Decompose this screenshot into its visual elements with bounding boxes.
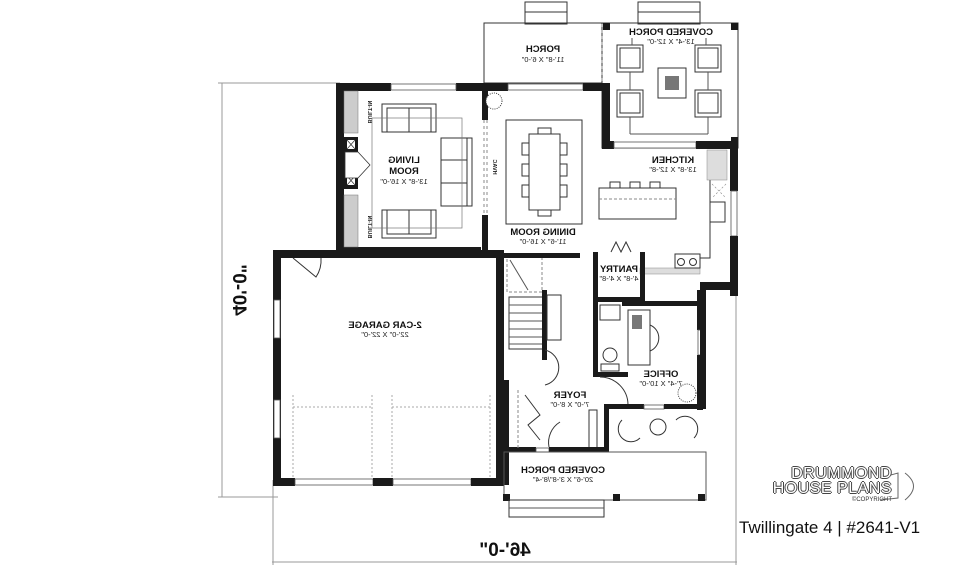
porch-label: PORCH bbox=[526, 44, 560, 55]
dining-room-label: DINING ROOM bbox=[510, 227, 576, 238]
office-label: OFFICE bbox=[644, 369, 679, 380]
garage-walls bbox=[273, 250, 504, 486]
dining-room-dims: 11'-6" X 16'-0" bbox=[519, 237, 566, 246]
covered-porch-rear-dims: 13'-4" X 12'-0" bbox=[647, 37, 695, 46]
front-porch bbox=[503, 415, 707, 518]
plant-icon bbox=[485, 92, 503, 110]
kitchen-dims: 13'-8" X 12'-8" bbox=[649, 165, 697, 174]
foyer-walls bbox=[504, 290, 706, 485]
depth-dimension: 40'-0" bbox=[228, 264, 249, 316]
garage-label: 2-CAR GARAGE bbox=[348, 320, 421, 331]
brand-line1: DRUMMOND bbox=[791, 465, 892, 482]
plan-title: Twillingate 4 | #2641-V1 bbox=[739, 518, 921, 537]
porch-dims: 11'-8" X 6'-0" bbox=[521, 55, 564, 64]
kitchen-fixtures bbox=[598, 149, 728, 269]
living-room-dims: 13'-8" X 16'-0" bbox=[380, 177, 428, 186]
living-room-label-2: ROOM bbox=[389, 166, 419, 177]
foyer-label: FOYER bbox=[554, 390, 587, 401]
living-room-furniture bbox=[371, 103, 473, 239]
covered-porch-rear-label: COVERED PORCH bbox=[629, 27, 713, 38]
pantry-label: PANTRY bbox=[599, 264, 638, 275]
living-room-label-1: LIVING bbox=[388, 155, 420, 166]
office-walls bbox=[593, 290, 704, 410]
dining-kitchen-walls bbox=[488, 83, 738, 296]
pantry-walls bbox=[593, 240, 645, 302]
built-in-shelves bbox=[343, 90, 371, 248]
office-dims: 7'-4" X 10'-0" bbox=[639, 379, 683, 388]
width-dimension: 46'-0" bbox=[479, 540, 531, 561]
built-in-label-bottom: BUILT-IN bbox=[366, 216, 372, 239]
pantry-dims: 4'-8" X 4'-8" bbox=[599, 274, 638, 283]
patio-furniture bbox=[616, 38, 722, 135]
foyer-dims: 7'-0" X 8'-0" bbox=[550, 400, 589, 409]
covered-porch-front-label: COVERED PORCH bbox=[521, 465, 605, 476]
brand-copyright: ©COPYRIGHT bbox=[851, 497, 892, 503]
brand-logo: DRUMMOND HOUSE PLANS ©COPYRIGHT bbox=[752, 466, 892, 504]
covered-porch-steps bbox=[637, 1, 701, 25]
porch-steps bbox=[524, 1, 568, 25]
drummond-logo-icon bbox=[879, 472, 899, 501]
brand-line2: HOUSE PLANS bbox=[772, 480, 892, 497]
covered-porch-front-dims: 20'-6" X 3'-8"/8'-4" bbox=[533, 475, 594, 484]
kitchen-label: KITCHEN bbox=[652, 155, 694, 166]
dimension-lines bbox=[218, 82, 737, 565]
built-in-label-top: BUILT-IN bbox=[366, 101, 372, 124]
stairs bbox=[504, 253, 580, 360]
garage-dims: 22'-0" X 22'-0" bbox=[361, 330, 409, 339]
dining-table bbox=[505, 119, 583, 225]
hvac-label: HVAC bbox=[491, 159, 497, 174]
